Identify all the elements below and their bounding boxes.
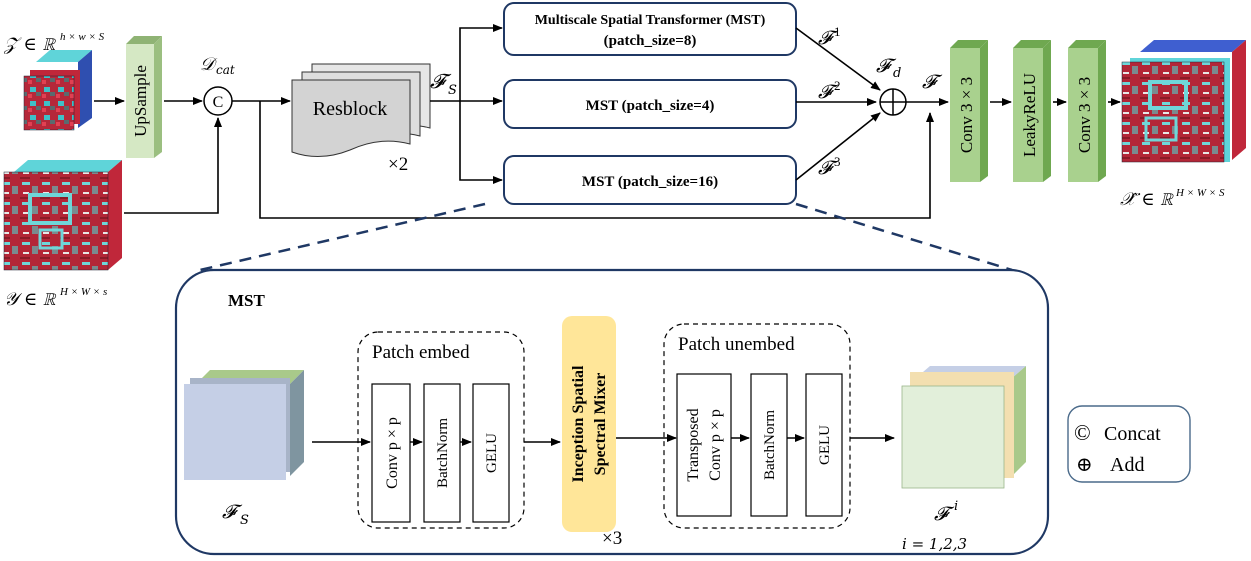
legend-add-text: Add bbox=[1110, 454, 1144, 476]
zoom-line-left bbox=[199, 202, 486, 272]
mst-bot-box: MST (patch_size=16) bbox=[503, 155, 797, 205]
input-low-label: 𝒵 ∈ ℝ bbox=[3, 34, 56, 55]
add-node bbox=[879, 88, 907, 116]
fs-top-subscript: S bbox=[448, 83, 457, 98]
resblock-stack: Resblock bbox=[291, 63, 431, 157]
fd-subscript: d bbox=[893, 66, 901, 81]
mixer-repeat: ×3 bbox=[602, 528, 622, 549]
patch-unembed-group bbox=[663, 323, 851, 529]
f-label: 𝓕 bbox=[922, 71, 943, 93]
concat-symbol: C bbox=[213, 94, 224, 111]
patch-embed-label: Patch embed bbox=[372, 342, 470, 363]
resblock-label: Resblock bbox=[313, 98, 387, 120]
f2-superscript: 2 bbox=[834, 78, 841, 93]
detail-input-cube bbox=[184, 370, 304, 480]
batchnorm2-block: BatchNorm bbox=[750, 373, 788, 517]
mst-mid-label: MST (patch_size=4) bbox=[586, 98, 715, 114]
mst-top-box: Multiscale Spatial Transformer (MST) (pa… bbox=[503, 2, 797, 56]
resblock-repeat: ×2 bbox=[388, 154, 408, 175]
input-high-label: 𝒴 ∈ ℝ bbox=[4, 289, 57, 310]
mixer-line1: Inception Spatial bbox=[570, 365, 587, 482]
patch-unembed-label: Patch unembed bbox=[678, 334, 795, 355]
gelu-label: GELU bbox=[484, 433, 500, 473]
arrow-f3 bbox=[795, 112, 881, 181]
gelu2-label: GELU bbox=[817, 425, 833, 465]
mst-top-line2: (patch_size=8) bbox=[604, 33, 697, 49]
conv-pxp-block: Conv p × p bbox=[371, 383, 411, 523]
input-high-superscript: H × W × s bbox=[59, 286, 107, 298]
gelu-block: GELU bbox=[472, 383, 510, 523]
zoom-line-right bbox=[795, 202, 1013, 272]
detail-output-cube bbox=[901, 366, 1026, 489]
detail-index-label: i = 1,2,3 bbox=[902, 535, 967, 553]
conv1-label: Conv 3 × 3 bbox=[957, 77, 976, 153]
mst-top-line1: Multiscale Spatial Transformer (MST) bbox=[535, 13, 766, 28]
upsample-block: UpSample bbox=[126, 36, 162, 158]
input-low-res-cube bbox=[23, 50, 92, 131]
gelu2-block: GELU bbox=[805, 373, 843, 517]
arrow-skip-connection bbox=[259, 101, 934, 219]
patch-embed-group bbox=[357, 331, 525, 529]
transposed-conv-block: Transposed Conv p × p bbox=[676, 373, 732, 517]
concat-node: C bbox=[203, 86, 233, 116]
mst-mid-box: MST (patch_size=4) bbox=[503, 79, 797, 129]
batchnorm-label: BatchNorm bbox=[435, 418, 451, 488]
dcat-label: 𝒟 bbox=[200, 54, 218, 75]
batchnorm-block: BatchNorm bbox=[423, 383, 461, 523]
conv-pxp-label: Conv p × p bbox=[384, 417, 401, 489]
leakyrelu-label: LeakyReLU bbox=[1020, 73, 1039, 157]
arrow-to-mst-bot bbox=[459, 101, 503, 184]
transposed-line1: Transposed bbox=[685, 408, 702, 481]
f1-superscript: 1 bbox=[834, 24, 841, 39]
legend-concat-symbol: © bbox=[1074, 420, 1091, 445]
legend-add-symbol: ⊕ bbox=[1076, 454, 1093, 476]
output-cube bbox=[1121, 40, 1246, 163]
arrow-f1 bbox=[795, 27, 881, 91]
transposed-line2: Conv p × p bbox=[707, 409, 724, 481]
legend-box: © Concat ⊕ Add bbox=[1067, 405, 1191, 483]
mixer-block: Inception Spatial Spectral Mixer bbox=[562, 316, 616, 532]
mst-detail-title: MST bbox=[228, 291, 266, 310]
detail-fi-superscript: i bbox=[954, 499, 958, 514]
upsample-label: UpSample bbox=[131, 65, 150, 137]
conv2-block: Conv 3 × 3 bbox=[1068, 40, 1106, 182]
f3-superscript: 3 bbox=[834, 154, 841, 169]
mixer-line2: Spectral Mixer bbox=[592, 373, 609, 476]
input-low-superscript: h × w × S bbox=[60, 31, 105, 43]
batchnorm2-label: BatchNorm bbox=[762, 410, 778, 480]
arrow-to-mst-top bbox=[459, 24, 503, 101]
arrow-y-to-concat bbox=[124, 117, 222, 214]
mst-bot-label: MST (patch_size=16) bbox=[582, 174, 718, 190]
conv1-block: Conv 3 × 3 bbox=[950, 40, 988, 182]
input-high-res-cube bbox=[3, 160, 122, 271]
dcat-subscript: cat bbox=[216, 63, 235, 77]
conv2-label: Conv 3 × 3 bbox=[1075, 77, 1094, 153]
output-label: 𝒳̂ ∈ ℝ bbox=[1120, 189, 1174, 210]
leakyrelu-block: LeakyReLU bbox=[1013, 40, 1051, 182]
legend-concat-text: Concat bbox=[1104, 423, 1161, 445]
detail-fs-subscript: S bbox=[240, 513, 249, 528]
output-superscript: H × W × S bbox=[1175, 187, 1225, 199]
